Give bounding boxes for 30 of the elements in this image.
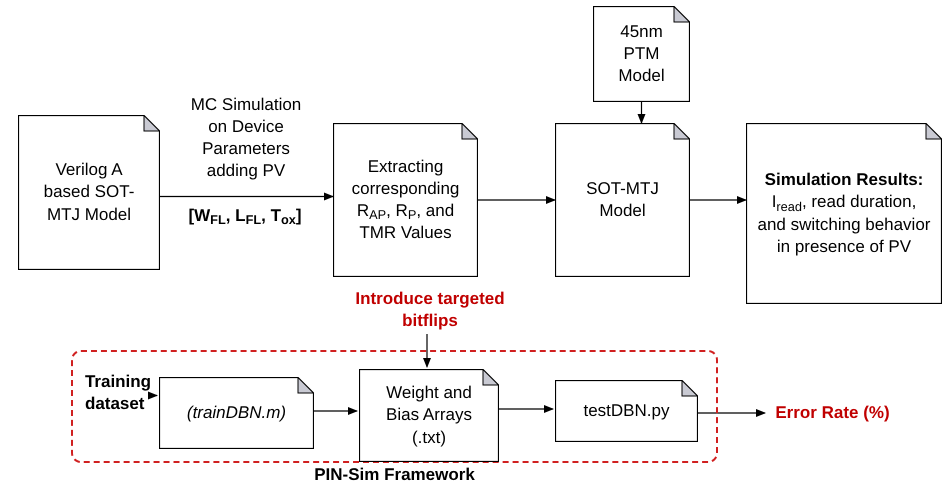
node-label: Training dataset — [84, 370, 152, 415]
node-label: Error Rate (%) — [775, 402, 890, 424]
node-text: Extracting corresponding R$_{AP}$, R$_{P}$, and TMR Values — [350, 156, 460, 244]
document-box — [555, 380, 698, 442]
document-box — [746, 123, 942, 304]
arrow — [160, 192, 334, 200]
arrow — [696, 409, 766, 417]
node-text: Verilog A based SOT-MTJ Model — [42, 159, 136, 226]
node-text: SOT-MTJ Model — [585, 178, 660, 222]
arrow — [690, 196, 747, 204]
document-box — [333, 123, 478, 277]
node-text: testDBN.py — [584, 400, 670, 422]
arrow — [148, 392, 158, 400]
document-box — [593, 6, 690, 102]
document-box — [18, 115, 160, 270]
node-label: Introduce targeted bitflips — [354, 288, 506, 332]
node-text: (trainDBN.m) — [186, 402, 286, 424]
node-heading: Simulation Results: — [764, 169, 924, 192]
arrow — [638, 102, 646, 124]
arrow — [312, 407, 358, 415]
node-text: I$_{read}$, read duration, and switching behavior in presence of PV — [756, 191, 932, 258]
node-text: 45nm PTM Model — [617, 20, 666, 88]
document-box — [359, 369, 499, 462]
node-text: Weight and Bias Arrays (.txt) — [385, 382, 473, 449]
document-box — [159, 377, 314, 449]
arrow — [497, 405, 554, 413]
document-box — [555, 123, 690, 277]
arrow — [478, 196, 556, 204]
arrow — [423, 334, 431, 368]
group-title: PIN-Sim Framework — [313, 464, 476, 486]
